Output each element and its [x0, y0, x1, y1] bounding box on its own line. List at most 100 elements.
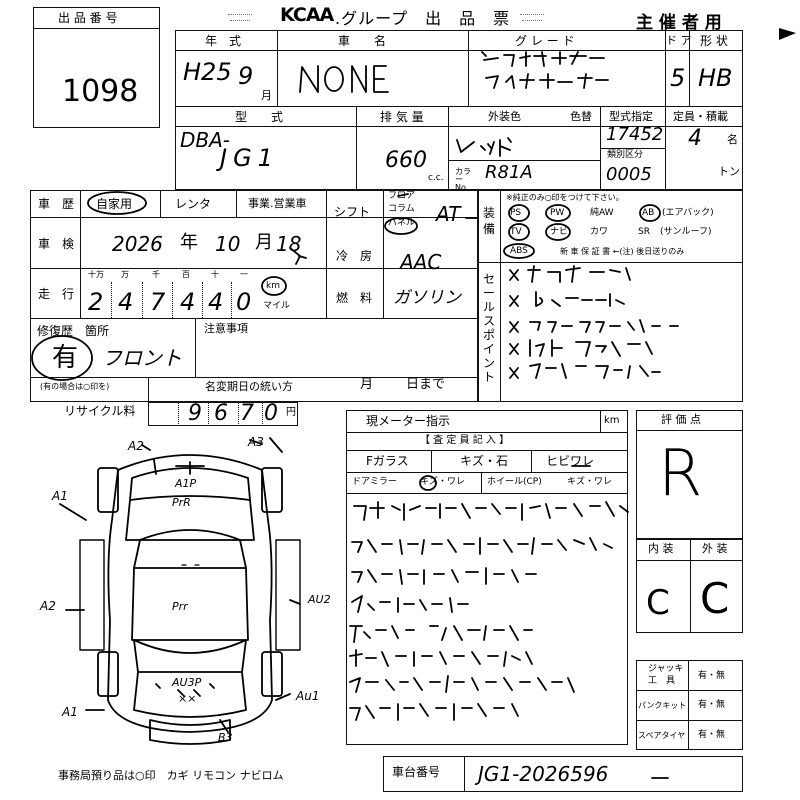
- name-change-month: 月: [360, 377, 374, 392]
- inspection-year: 2026: [112, 232, 163, 256]
- color-change-label: 色替: [570, 110, 592, 123]
- wheel-label: ホイール(CP): [487, 477, 542, 487]
- score-value: R: [658, 437, 703, 511]
- svg-text:××: ××: [178, 692, 196, 705]
- equipment-tv: TV: [510, 227, 522, 237]
- shift-column: コラム: [388, 204, 415, 214]
- damage-mark-a2-front: A2: [128, 439, 144, 453]
- mileage-unit-100: 百: [182, 270, 190, 279]
- doors-label: ド ア: [666, 34, 692, 47]
- recycle-digit-3: 7: [240, 401, 254, 426]
- model-year-era: H25: [183, 58, 232, 86]
- equipment-leather: カワ: [590, 227, 609, 237]
- history-private: 自家用: [96, 197, 133, 211]
- damage-mark-a1-bottom: A1: [62, 705, 78, 719]
- repair-label: 修復歴 箇所: [37, 324, 110, 338]
- svg-text:Prr: Prr: [172, 600, 189, 613]
- shift-floor: フロア: [388, 191, 416, 201]
- recycle-digit-4: 0: [264, 401, 278, 426]
- score-label: 評 価 点: [661, 413, 701, 426]
- wheel-options: キズ・ワレ: [567, 477, 613, 487]
- inspector-header: 【 査 定 員 記 入 】: [420, 435, 510, 446]
- inspection-month: 10: [215, 232, 241, 256]
- office-note: 事務局預り品は○印 カギ リモコン ナビロム: [58, 769, 284, 782]
- mileage-digit-5: 4: [208, 288, 224, 316]
- color-code: R81A: [485, 162, 533, 183]
- meter-unit: km: [604, 415, 620, 426]
- name-change-label: 名変期日の統い方: [205, 380, 293, 393]
- spare-tire-label: スペアタイヤ: [638, 731, 686, 740]
- model-label: 型 式: [235, 110, 284, 124]
- svg-text:PrR: PrR: [172, 496, 191, 509]
- mirror-label: ドアミラー: [352, 477, 397, 487]
- equipment-sr: SR: [638, 227, 650, 237]
- exterior-color-label: 外装色: [488, 110, 521, 123]
- notes-label: 注意事項: [204, 322, 248, 335]
- interior-label: 内 装: [648, 542, 674, 555]
- glass-label: Fガラス: [366, 454, 409, 468]
- vehicle-info-grid: [175, 30, 743, 190]
- damage-mark-b3: B3: [218, 731, 233, 744]
- mileage-digit-2: 4: [118, 288, 134, 316]
- inspection-label: 車 検: [38, 237, 75, 251]
- chassis-label: 車台番号: [392, 765, 441, 779]
- glass-crack: ヒビワレ: [546, 454, 595, 468]
- mileage-mile: マイル: [263, 301, 291, 311]
- capacity-value: 4: [688, 126, 702, 151]
- mileage-unit-10k: 万: [121, 270, 129, 279]
- type-designation-label: 型式指定: [609, 110, 653, 123]
- recycle-digit-2: 6: [214, 401, 228, 426]
- sales-points-side-label: セールスポイント: [483, 272, 496, 384]
- mileage-unit-100k: 十万: [88, 270, 104, 279]
- model-prefix: DBA-: [180, 128, 231, 152]
- equipment-side-label: 装 備: [483, 206, 496, 236]
- repair-location: フロント: [102, 346, 182, 370]
- type-designation-value: 17452: [606, 124, 664, 145]
- mileage-label: 走 行: [38, 287, 75, 301]
- equipment-pw: PW: [550, 208, 565, 218]
- year-label: 年 式: [205, 34, 242, 48]
- svg-text:AU3P: AU3P: [171, 676, 202, 689]
- exterior-value: C: [700, 574, 730, 623]
- doors-value: 5: [670, 64, 686, 92]
- form-title-brand: KCAA: [280, 4, 334, 26]
- interior-exterior-box: [636, 538, 743, 633]
- lot-number-label: 出 品 番 号: [58, 11, 118, 25]
- equipment-box: [478, 190, 743, 402]
- equipment-sr-desc: (サンルーフ): [660, 227, 712, 237]
- displacement-value: 660: [385, 148, 427, 173]
- aircon-value: AAC: [400, 250, 442, 274]
- recycle-unit: 円: [286, 407, 296, 418]
- inspector-box: [346, 410, 628, 745]
- model-year-month: 9: [238, 62, 254, 90]
- aircon-label: 冷 房: [336, 249, 373, 263]
- form-title: .グループ 出 品 票: [335, 9, 511, 28]
- damage-mark-au2: AU2: [308, 593, 331, 606]
- displacement-unit: c.c.: [428, 173, 444, 183]
- jack-label: ジャッキ工 具: [648, 664, 684, 686]
- mileage-digit-4: 4: [180, 288, 196, 316]
- mirror-options: キズ・ワレ: [420, 477, 466, 487]
- repair-sub: (有の場合は○印を): [40, 382, 110, 391]
- equipment-ab-desc: (エアバック): [662, 208, 714, 218]
- equipment-ps: PS: [510, 208, 522, 218]
- mileage-unit-10: 十: [211, 270, 219, 279]
- mileage-unit-1: 一: [240, 270, 248, 279]
- glass-chip: キズ・石: [460, 454, 509, 468]
- category-label: 類別区分: [607, 150, 644, 160]
- history-rental: レンタ: [175, 197, 212, 211]
- copy-label: 主 催 者 用: [636, 13, 722, 33]
- mileage-digit-1: 2: [88, 288, 104, 316]
- interior-value: C: [646, 583, 670, 623]
- history-commercial: 事業.営業車: [248, 197, 307, 210]
- fuel-value: ガソリン: [393, 288, 461, 308]
- equipment-navi: ナビ: [550, 227, 569, 237]
- damage-mark-au1: Au1: [296, 689, 320, 703]
- score-box: [636, 410, 743, 540]
- fuel-label: 燃 料: [336, 291, 373, 305]
- equipment-note: ※純正のみ○印をつけて下さい。: [506, 193, 624, 202]
- exterior-label: 外 装: [702, 542, 728, 555]
- lot-number-box: [33, 7, 160, 128]
- recycle-label: リサイクル料: [64, 404, 136, 418]
- body-type-value: HB: [698, 64, 733, 92]
